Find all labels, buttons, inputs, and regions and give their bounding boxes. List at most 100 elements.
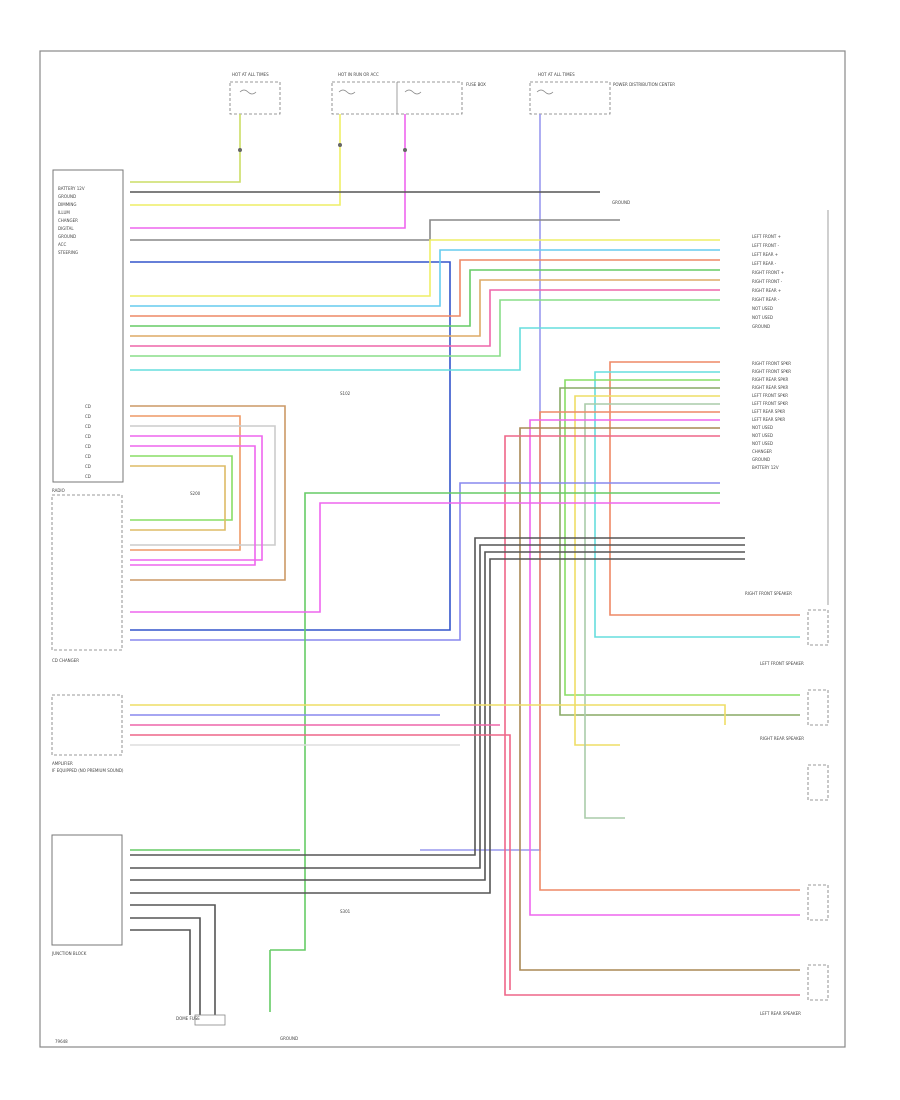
figure-id: 79648	[55, 1039, 68, 1044]
junction-box	[51, 834, 123, 946]
wire-gray-top	[130, 219, 620, 241]
fuse-box-right	[529, 81, 611, 115]
wire-f2	[130, 904, 216, 1015]
wire-b10	[504, 435, 800, 996]
right-label-a: NOT USED	[752, 306, 773, 311]
right-label-b: RIGHT REAR SPKR	[752, 377, 788, 382]
right-labels: LEFT FRONT +LEFT FRONT -LEFT REAR +LEFT …	[752, 234, 791, 470]
wire-c1	[130, 482, 720, 641]
wire-d4	[130, 558, 745, 894]
wire-c3	[130, 502, 720, 613]
wire-d2	[130, 544, 745, 869]
wire-cd4	[130, 435, 263, 561]
wires	[130, 114, 800, 1015]
wire-cd6	[130, 455, 233, 521]
wire-a7	[130, 299, 720, 357]
wire-d3	[130, 551, 745, 881]
right-label-b: RIGHT REAR SPKR	[752, 385, 788, 390]
wire-e1	[130, 704, 726, 725]
splice-dot-1	[338, 143, 342, 147]
right-rear-speaker-label: RIGHT REAR SPEAKER	[760, 736, 804, 741]
fuse-box-label: FUSE BOX	[466, 82, 486, 87]
cd-pin-label: CD	[85, 454, 91, 459]
splice-1-label: S102	[340, 391, 351, 396]
wire-cd3	[130, 425, 276, 546]
wire-cd1	[130, 405, 286, 581]
left-rear-speaker-label: LEFT REAR SPEAKER	[760, 1011, 801, 1016]
ground-left-label: GROUND	[280, 1036, 298, 1041]
right-label-b: LEFT REAR SPKR	[752, 409, 785, 414]
right-label-b: GROUND	[752, 457, 770, 462]
left-front-speaker-label: LEFT FRONT SPEAKER	[760, 661, 804, 666]
right-rear-speaker-box	[807, 764, 829, 801]
wire-b6	[584, 403, 720, 819]
amplifier-box	[51, 694, 123, 756]
radio-pin-label: CHANGER	[58, 218, 78, 223]
wire-cd5	[130, 445, 256, 566]
wire-b1	[609, 361, 800, 616]
radio-pin-label: ACC	[58, 242, 66, 247]
right-label-b: NOT USED	[752, 433, 773, 438]
cd-pin-label: CD	[85, 444, 91, 449]
wire-a2	[130, 249, 720, 307]
wire-f4	[130, 929, 191, 1015]
splice-3-label: S301	[340, 909, 351, 914]
radio-box	[52, 169, 124, 483]
right-label-a: RIGHT FRONT -	[752, 279, 783, 284]
wire-b7	[539, 411, 800, 891]
right-label-a: LEFT FRONT -	[752, 243, 780, 248]
left-rear-speaker-box	[807, 964, 829, 1001]
cd-pin-label: CD	[85, 474, 91, 479]
right-label-b: CHANGER	[752, 449, 772, 454]
right-label-a: RIGHT FRONT +	[752, 270, 784, 275]
wire-a4	[130, 269, 720, 327]
wire-b9	[519, 427, 800, 971]
radio-pin-label: ILLUM	[58, 210, 70, 215]
dome-fuse-box	[194, 1014, 226, 1026]
amplifier-label: AMPLIFIER	[52, 761, 73, 766]
cd-pin-label: CD	[85, 464, 91, 469]
splice-dot-2	[238, 148, 242, 152]
cd-pin-label: CD	[85, 424, 91, 429]
wire-a5	[130, 279, 720, 337]
diagram-frame	[39, 50, 846, 1048]
dome-fuse-label: DOME FUSE	[176, 1016, 200, 1021]
right-label-b: NOT USED	[752, 441, 773, 446]
right-label-a: GROUND	[752, 324, 770, 329]
right-label-a: NOT USED	[752, 315, 773, 320]
radio-pin-label: BATTERY 12V	[58, 186, 85, 191]
wire-yellow-green	[130, 114, 241, 183]
wire-e4	[130, 734, 511, 990]
junction-label: JUNCTION BLOCK	[51, 951, 87, 956]
hot-at-all-times-right-label: HOT AT ALL TIMES	[538, 72, 575, 77]
left-front-speaker-box	[807, 689, 829, 726]
right-label-b: LEFT REAR SPKR	[752, 417, 785, 422]
cd-pin-label: CD	[85, 414, 91, 419]
cd-changer-label: CD CHANGER	[52, 658, 79, 663]
ground-right-label: GROUND	[612, 200, 630, 205]
right-label-a: LEFT REAR -	[752, 261, 777, 266]
fuse-box-left	[229, 81, 281, 115]
right-label-a: LEFT REAR +	[752, 252, 778, 257]
wire-pink	[130, 114, 406, 229]
right-front-speaker-box	[807, 609, 829, 646]
wire-a8	[130, 327, 720, 371]
wire-blue	[130, 261, 451, 631]
wire-c2-green	[270, 492, 720, 951]
right-label-a: RIGHT REAR +	[752, 288, 781, 293]
cd-pin-label: CD	[85, 404, 91, 409]
right-label-b: RIGHT FRONT SPKR	[752, 369, 791, 374]
fuse-symbols	[239, 89, 554, 95]
radio-pin-labels: BATTERY 12VGROUNDDIMMINGILLUMCHANGERDIGI…	[58, 186, 91, 479]
wire-b8	[529, 419, 800, 916]
cd-changer-box	[51, 494, 123, 651]
speakers: RIGHT FRONT SPEAKER LEFT FRONT SPEAKER R…	[745, 210, 829, 1016]
wire-d1	[130, 537, 745, 856]
right-label-b: RIGHT FRONT SPKR	[752, 361, 791, 366]
radio-pin-label: DIMMING	[58, 202, 76, 207]
wire-cd7	[130, 465, 226, 531]
right-label-a: RIGHT REAR -	[752, 297, 780, 302]
right-label-b: BATTERY 12V	[752, 465, 779, 470]
hot-at-all-times-left-label: HOT AT ALL TIMES	[232, 72, 269, 77]
